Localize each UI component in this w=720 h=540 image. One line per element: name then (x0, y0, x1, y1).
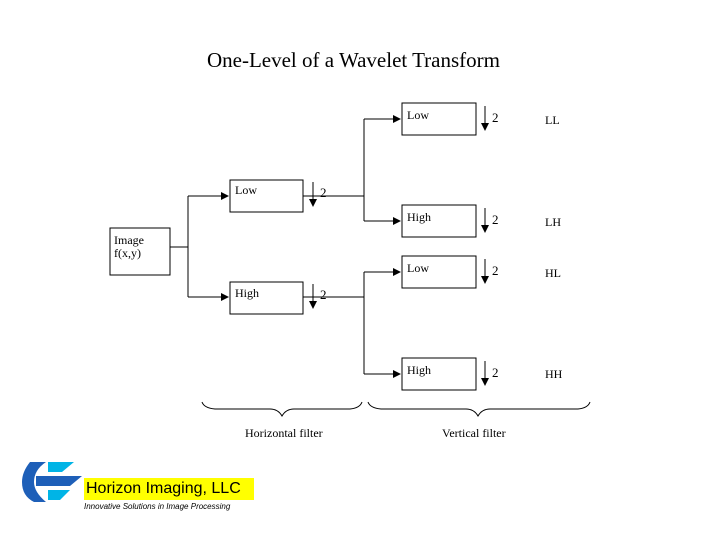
stage2-factor: 2 (492, 110, 499, 125)
input-box (109, 227, 171, 276)
stage2-box-ll (401, 102, 477, 136)
output-label-hh: HH (545, 367, 563, 381)
stage2-filter-label: Low (407, 108, 429, 122)
horizon-logo-mark (22, 462, 82, 502)
company-tagline: Innovative Solutions in Image Processing (84, 502, 231, 511)
stage2-factor: 2 (492, 365, 499, 380)
horizontal-filter-label: Horizontal filter (245, 426, 323, 440)
company-name: Horizon Imaging, LLC (84, 478, 254, 500)
vertical-filter-label: Vertical filter (442, 426, 506, 440)
input-label-line1: Image (114, 233, 144, 247)
stage2-filter-label: High (407, 363, 431, 377)
stage1-high-box (229, 281, 304, 315)
stage2-box-lh (401, 204, 477, 238)
slide-title: One-Level of a Wavelet Transform (206, 48, 500, 72)
stage1-high-label: High (235, 286, 259, 300)
output-label-ll: LL (545, 113, 560, 127)
stage2-filter-label: Low (407, 261, 429, 275)
vertical-brace (367, 401, 591, 418)
output-label-lh: LH (545, 215, 561, 229)
stage1-high-factor: 2 (320, 287, 327, 302)
stage2-factor: 2 (492, 263, 499, 278)
stage2-factor: 2 (492, 212, 499, 227)
input-label-line2: f(x,y) (114, 246, 141, 260)
stage2-box-hh (401, 357, 477, 391)
horizontal-brace (201, 401, 363, 418)
stage2-filter-label: High (407, 210, 431, 224)
output-label-hl: HL (545, 266, 561, 280)
stage1-low-factor: 2 (320, 185, 327, 200)
stage2-box-hl (401, 255, 477, 289)
stage1-low-label: Low (235, 183, 257, 197)
